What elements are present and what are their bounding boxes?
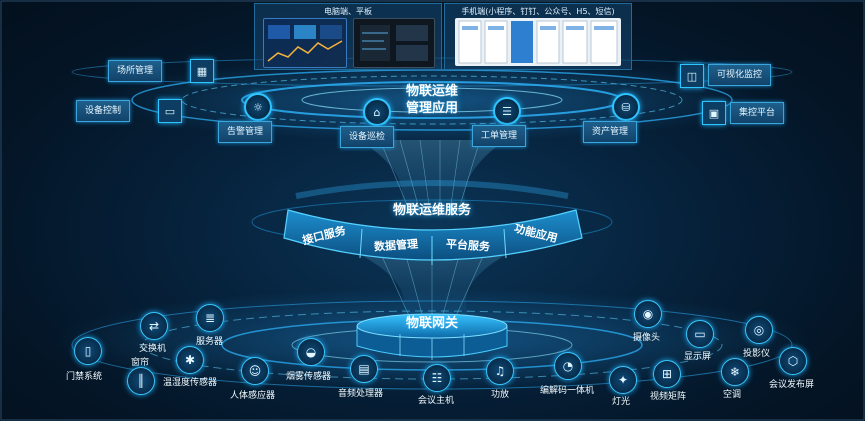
- module-visual-monitoring: 可视化监控: [708, 64, 772, 86]
- amplifier-icon: ♫: [486, 357, 514, 385]
- tablet-preview-icon: [360, 25, 428, 61]
- tablet-screenshot: [353, 18, 435, 68]
- app-layer-title-line2: 管理应用: [405, 101, 458, 116]
- mobile-preview-icon: [458, 20, 618, 64]
- building-icon: ▦: [190, 59, 214, 83]
- module-label: 设备控制: [85, 106, 122, 116]
- inspection-icon: ⌂: [363, 98, 391, 126]
- device-label-door-access: 门禁系统: [66, 372, 103, 382]
- module-label: 场所管理: [117, 66, 154, 76]
- camera-icon: ◉: [634, 300, 662, 328]
- codec-icon: ◔: [554, 352, 582, 380]
- publish-screen-icon: ⬡: [779, 347, 807, 375]
- audio-processor-icon: ▤: [350, 355, 378, 383]
- video-matrix-icon: ⊞: [653, 360, 681, 388]
- dashboard-screenshot: [263, 18, 347, 68]
- mobile-panel: 手机端(小程序、钉钉、公众号、H5、短信): [444, 3, 632, 70]
- device-label-switch: 交换机: [139, 344, 167, 354]
- module-label: 工单管理: [481, 131, 518, 141]
- gateway-title: 物联网关: [405, 316, 458, 331]
- module-site-management: 场所管理: [108, 60, 163, 82]
- air-conditioner-icon: ❄: [721, 358, 749, 386]
- desktop-tablet-title: 电脑端、平板: [324, 7, 372, 16]
- dashboard-preview-icon: [267, 25, 343, 62]
- service-layer-title: 物联运维服务: [392, 203, 471, 218]
- smoke-sensor-icon: ◒: [297, 338, 325, 366]
- device-label-smoke-sensor: 烟雾传感器: [286, 372, 332, 382]
- light-icon: ✦: [609, 366, 637, 394]
- projector-icon: ◎: [745, 316, 773, 344]
- device-label-video-matrix: 视频矩阵: [650, 392, 687, 402]
- meeting-host-icon: ☷: [423, 364, 451, 392]
- device-label-projector: 投影仪: [743, 349, 771, 359]
- device-label-meeting-host: 会议主机: [418, 396, 455, 406]
- device-label-amplifier: 功放: [491, 390, 510, 400]
- module-label: 资产管理: [592, 127, 629, 137]
- asset-icon: ⛁: [612, 93, 640, 121]
- module-asset-management: 资产管理: [583, 121, 638, 143]
- desktop-tablet-panel: 电脑端、平板: [254, 3, 442, 70]
- service-segment-platform: 平台服务: [445, 237, 491, 254]
- device-label-camera: 摄像头: [633, 333, 661, 343]
- module-work-order: 工单管理: [472, 125, 527, 147]
- mobile-screenshots: [455, 18, 621, 66]
- module-alarm-management: 告警管理: [218, 121, 273, 143]
- switch-icon: ⇄: [140, 312, 168, 340]
- module-central-control: 集控平台: [730, 102, 785, 124]
- device-label-publish-screen: 会议发布屏: [769, 380, 815, 390]
- module-label: 告警管理: [227, 127, 264, 137]
- screen-monitor-icon: ◫: [680, 64, 704, 88]
- mobile-title: 手机端(小程序、钉钉、公众号、H5、短信): [461, 7, 615, 16]
- module-device-inspection: 设备巡检: [340, 126, 395, 148]
- door-access-icon: ▯: [74, 337, 102, 365]
- device-label-person-sensor: 人体感应器: [230, 391, 276, 401]
- control-panel-icon: ▣: [702, 101, 726, 125]
- curtain-icon: ║: [127, 367, 155, 395]
- app-layer-title-line1: 物联运维: [405, 84, 458, 99]
- module-label: 设备巡检: [349, 132, 386, 142]
- device-label-light: 灯光: [612, 397, 631, 407]
- display-icon: ▭: [686, 320, 714, 348]
- device-label-server: 服务器: [196, 337, 224, 347]
- service-segment-data: 数据管理: [373, 237, 419, 254]
- person-sensor-icon: ☺: [241, 357, 269, 385]
- device-label-air-conditioner: 空调: [723, 390, 742, 400]
- thermometer-icon: ✱: [176, 346, 204, 374]
- alarm-bell-icon: ☼: [244, 93, 272, 121]
- server-icon: ≣: [196, 304, 224, 332]
- device-label-audio-processor: 音频处理器: [338, 389, 384, 399]
- module-label: 集控平台: [739, 108, 776, 118]
- module-label: 可视化监控: [717, 70, 763, 80]
- device-label-display: 显示屏: [684, 352, 712, 362]
- device-label-codec: 编解码一体机: [540, 386, 595, 396]
- work-order-icon: ☰: [493, 97, 521, 125]
- module-device-control: 设备控制: [76, 100, 131, 122]
- device-label-curtain: 窗帘: [131, 358, 150, 368]
- device-label-temp-humidity: 温湿度传感器: [163, 378, 218, 388]
- monitor-icon: ▭: [158, 99, 182, 123]
